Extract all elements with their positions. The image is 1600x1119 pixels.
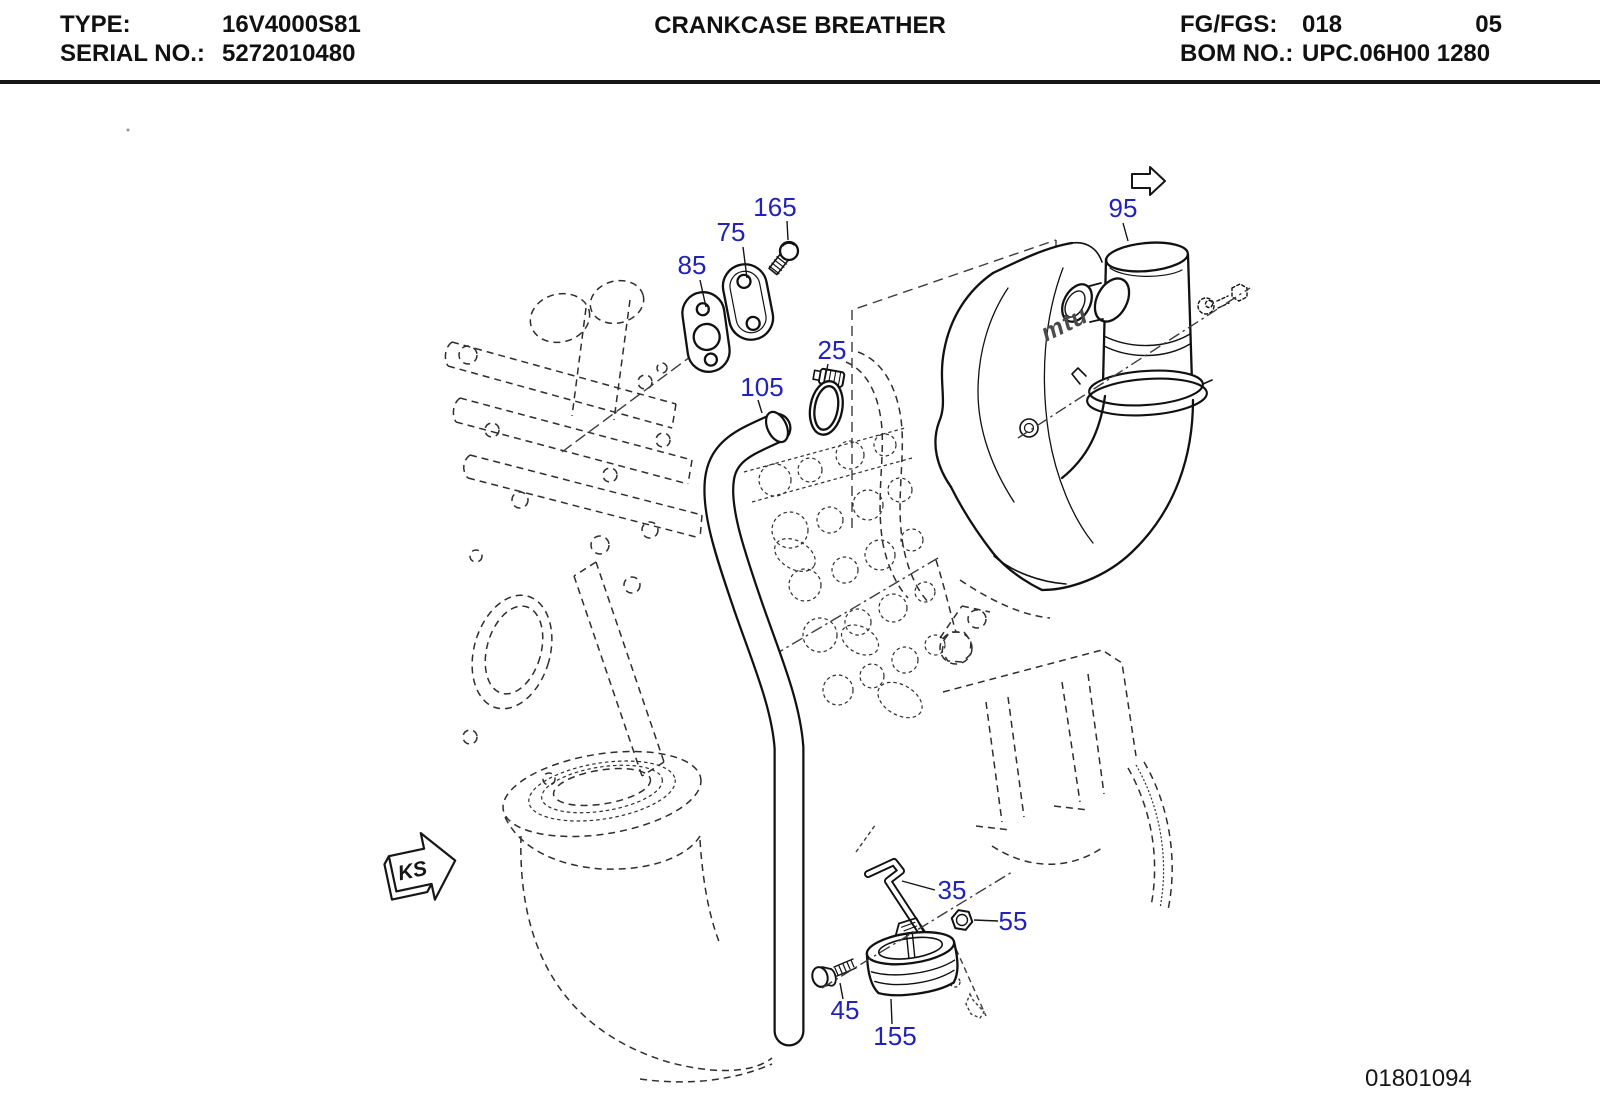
header-rule (0, 80, 1600, 84)
axis-lines (821, 287, 1251, 989)
fg-value: 018 (1302, 11, 1343, 38)
type-value: 16V4000S81 (222, 11, 361, 38)
part-sleeve-155 (865, 917, 959, 997)
type-label: TYPE: (60, 11, 131, 38)
part-nut-55 (950, 909, 974, 931)
part-bracket-35 (864, 858, 928, 940)
callout-leaders (699, 220, 1129, 1025)
part-hose-clamp-25 (808, 367, 846, 436)
callout-165[interactable]: 165 (753, 192, 796, 222)
callout-75[interactable]: 75 (717, 217, 746, 247)
serial-label: SERIAL NO.: (60, 40, 205, 67)
part-screw-45 (811, 958, 857, 988)
engine-outline (444, 279, 1173, 1083)
part-screw-165 (768, 240, 800, 276)
header-right-block: FG/FGS: 018 05 BOM NO.: UPC.06H00 1280 (1180, 10, 1502, 68)
fg-page: 05 (1475, 11, 1502, 38)
view-arrow-ks: KS (383, 831, 457, 901)
callout-25[interactable]: 25 (818, 335, 847, 365)
part-breather-unit-95: mtu (934, 241, 1248, 592)
stray-dot (126, 128, 130, 132)
drawing-number: 01801094 (1365, 1065, 1472, 1092)
parts: mtu (681, 240, 1248, 1047)
part-gasket-85 (681, 291, 731, 373)
header-left-block: TYPE: 16V4000S81 SERIAL NO.: 5272010480 (60, 10, 361, 68)
fg-label: FG/FGS: (1180, 11, 1278, 38)
serial-value: 5272010480 (222, 40, 356, 67)
callout-55[interactable]: 55 (999, 906, 1028, 936)
bom-value: UPC.06H00 1280 (1302, 40, 1491, 67)
callout-85[interactable]: 85 (678, 250, 707, 280)
part-cover-plate-75 (721, 263, 775, 341)
part-breather-hose-105 (703, 410, 805, 1047)
callout-155[interactable]: 155 (873, 1021, 916, 1051)
flow-arrow-icon (1131, 166, 1166, 196)
page-header: TYPE: 16V4000S81 SERIAL NO.: 5272010480 … (0, 0, 1600, 80)
callout-35[interactable]: 35 (938, 875, 967, 905)
page-title: CRANKCASE BREATHER (654, 12, 946, 39)
bom-label: BOM NO.: (1180, 40, 1294, 67)
callout-95[interactable]: 95 (1109, 193, 1138, 223)
callout-labels: 165 75 85 25 105 95 35 55 45 155 (678, 192, 1138, 1051)
callout-45[interactable]: 45 (831, 995, 860, 1025)
callout-105[interactable]: 105 (740, 372, 783, 402)
